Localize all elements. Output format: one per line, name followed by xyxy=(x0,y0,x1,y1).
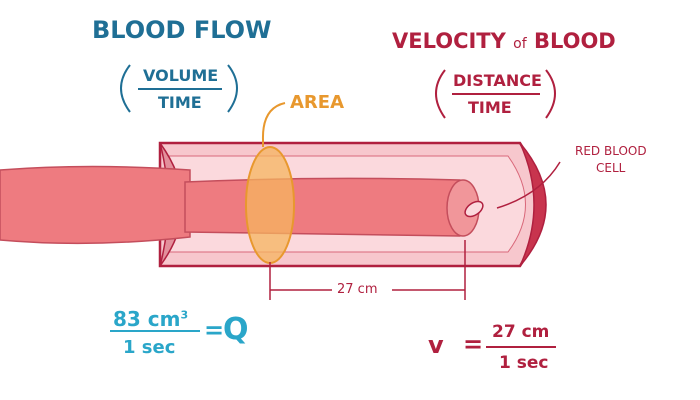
left-paren-open xyxy=(120,64,131,113)
velocity-equals: = xyxy=(463,330,484,358)
area-label: AREA xyxy=(290,92,345,113)
distance-value: 27 cm xyxy=(337,282,378,297)
blood-column-outside xyxy=(0,165,191,245)
time-label-left: TIME xyxy=(158,93,202,112)
distance-label: DISTANCE xyxy=(453,71,542,90)
velocity-title: VELOCITY of BLOOD xyxy=(392,29,616,53)
flow-equals: = xyxy=(204,316,225,344)
right-paren-close xyxy=(545,69,556,119)
blood-flow-title: BLOOD FLOW xyxy=(92,16,272,44)
area-pointer-line xyxy=(261,102,286,147)
velocity-word: VELOCITY xyxy=(392,29,506,53)
flow-volume-value: 83 cm xyxy=(113,307,181,331)
left-paren-close xyxy=(227,64,238,113)
flow-denominator: 1 sec xyxy=(123,337,176,358)
flow-symbol-q: Q xyxy=(223,312,249,347)
area-cross-section xyxy=(245,146,295,264)
of-word: of xyxy=(513,36,527,52)
vessel-end-cap xyxy=(519,142,547,267)
blood-column-inside xyxy=(184,177,471,237)
rbc-label-line1: RED BLOOD xyxy=(575,144,647,158)
volume-label: VOLUME xyxy=(143,66,219,85)
velocity-numerator: 27 cm xyxy=(492,322,550,342)
red-blood-cell xyxy=(464,200,484,218)
time-label-right: TIME xyxy=(468,98,512,117)
rbc-pointer-line xyxy=(496,161,561,209)
flow-numerator: 83 cm3 xyxy=(113,307,188,331)
velocity-denominator: 1 sec xyxy=(499,353,549,373)
rbc-label-line2: CELL xyxy=(596,161,626,175)
velocity-symbol-v: v xyxy=(428,331,444,359)
right-paren-open xyxy=(435,69,446,119)
blood-word: BLOOD xyxy=(533,29,616,53)
flow-volume-exponent: 3 xyxy=(180,308,189,322)
